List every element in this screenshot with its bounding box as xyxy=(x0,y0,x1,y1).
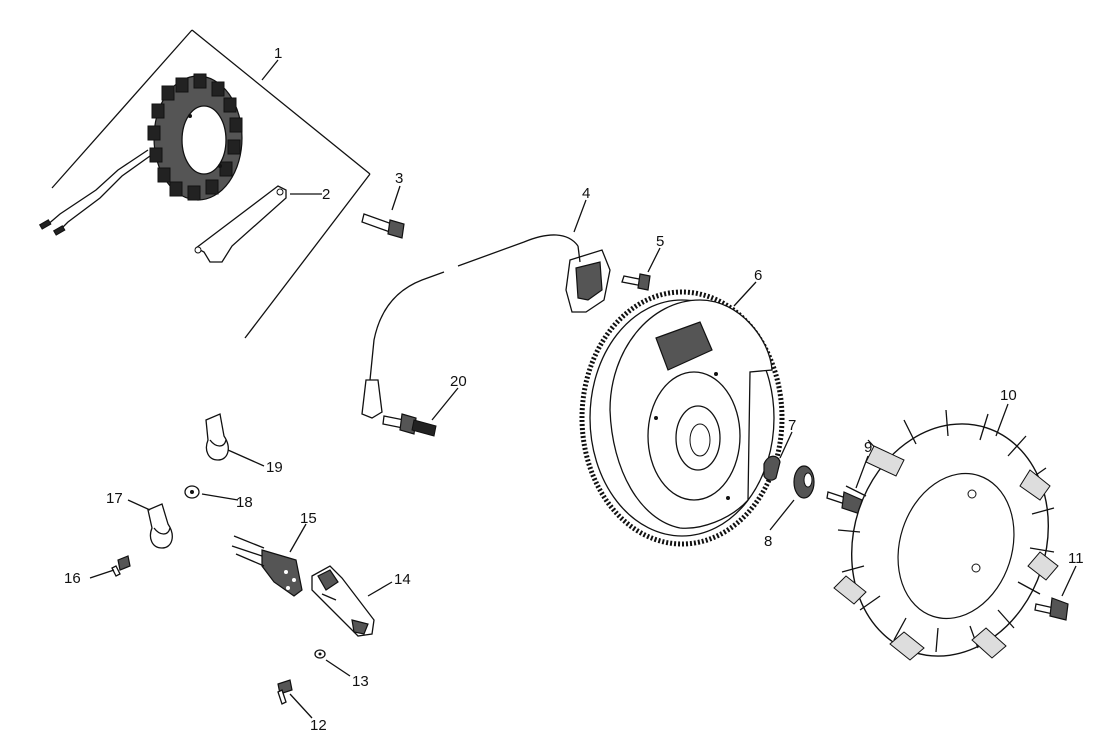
part-12-screw[interactable] xyxy=(277,679,293,705)
part-5-screw[interactable] xyxy=(621,273,651,291)
callout-1: 1 xyxy=(274,45,282,62)
part-18-washer[interactable] xyxy=(184,485,200,499)
callout-13: 13 xyxy=(352,673,369,690)
part-20-spark-plug[interactable] xyxy=(382,413,437,437)
part-1-stator[interactable] xyxy=(38,29,371,339)
part-2-bracket[interactable] xyxy=(194,185,287,263)
callout-16: 16 xyxy=(64,570,81,587)
callout-9: 9 xyxy=(864,439,872,456)
callout-labels: 1 2 3 4 5 6 7 8 9 10 11 12 13 14 15 16 1… xyxy=(64,45,1084,734)
callout-19: 19 xyxy=(266,459,283,476)
part-16-screw[interactable] xyxy=(111,555,131,577)
part-10-fan[interactable] xyxy=(822,398,1078,682)
part-9-bolt[interactable] xyxy=(826,491,863,515)
callout-4: 4 xyxy=(582,185,590,202)
part-19-clamp[interactable] xyxy=(205,413,229,461)
callout-14: 14 xyxy=(394,571,411,588)
part-3-screw[interactable] xyxy=(361,213,405,239)
callout-12: 12 xyxy=(310,717,327,734)
callout-6: 6 xyxy=(754,267,762,284)
callout-20: 20 xyxy=(450,373,467,390)
callout-17: 17 xyxy=(106,490,123,507)
callout-10: 10 xyxy=(1000,387,1017,404)
callout-3: 3 xyxy=(395,170,403,187)
part-13-washer[interactable] xyxy=(314,649,326,659)
leader-lines xyxy=(89,59,1077,719)
part-6-flywheel[interactable] xyxy=(579,289,785,547)
callout-15: 15 xyxy=(300,510,317,527)
part-8-washer[interactable] xyxy=(793,465,815,499)
callout-11: 11 xyxy=(1068,550,1084,567)
callout-7: 7 xyxy=(788,417,796,434)
part-11-bolt[interactable] xyxy=(1034,597,1069,621)
callout-2: 2 xyxy=(322,186,330,203)
part-14-plate[interactable] xyxy=(311,565,375,637)
callout-18: 18 xyxy=(236,494,253,511)
part-7-key[interactable] xyxy=(763,455,781,481)
part-4-ignition-module[interactable] xyxy=(361,234,611,419)
part-17-clamp[interactable] xyxy=(147,503,173,549)
callout-8: 8 xyxy=(764,533,772,550)
part-15-terminal[interactable] xyxy=(231,535,303,597)
callout-5: 5 xyxy=(656,233,664,250)
